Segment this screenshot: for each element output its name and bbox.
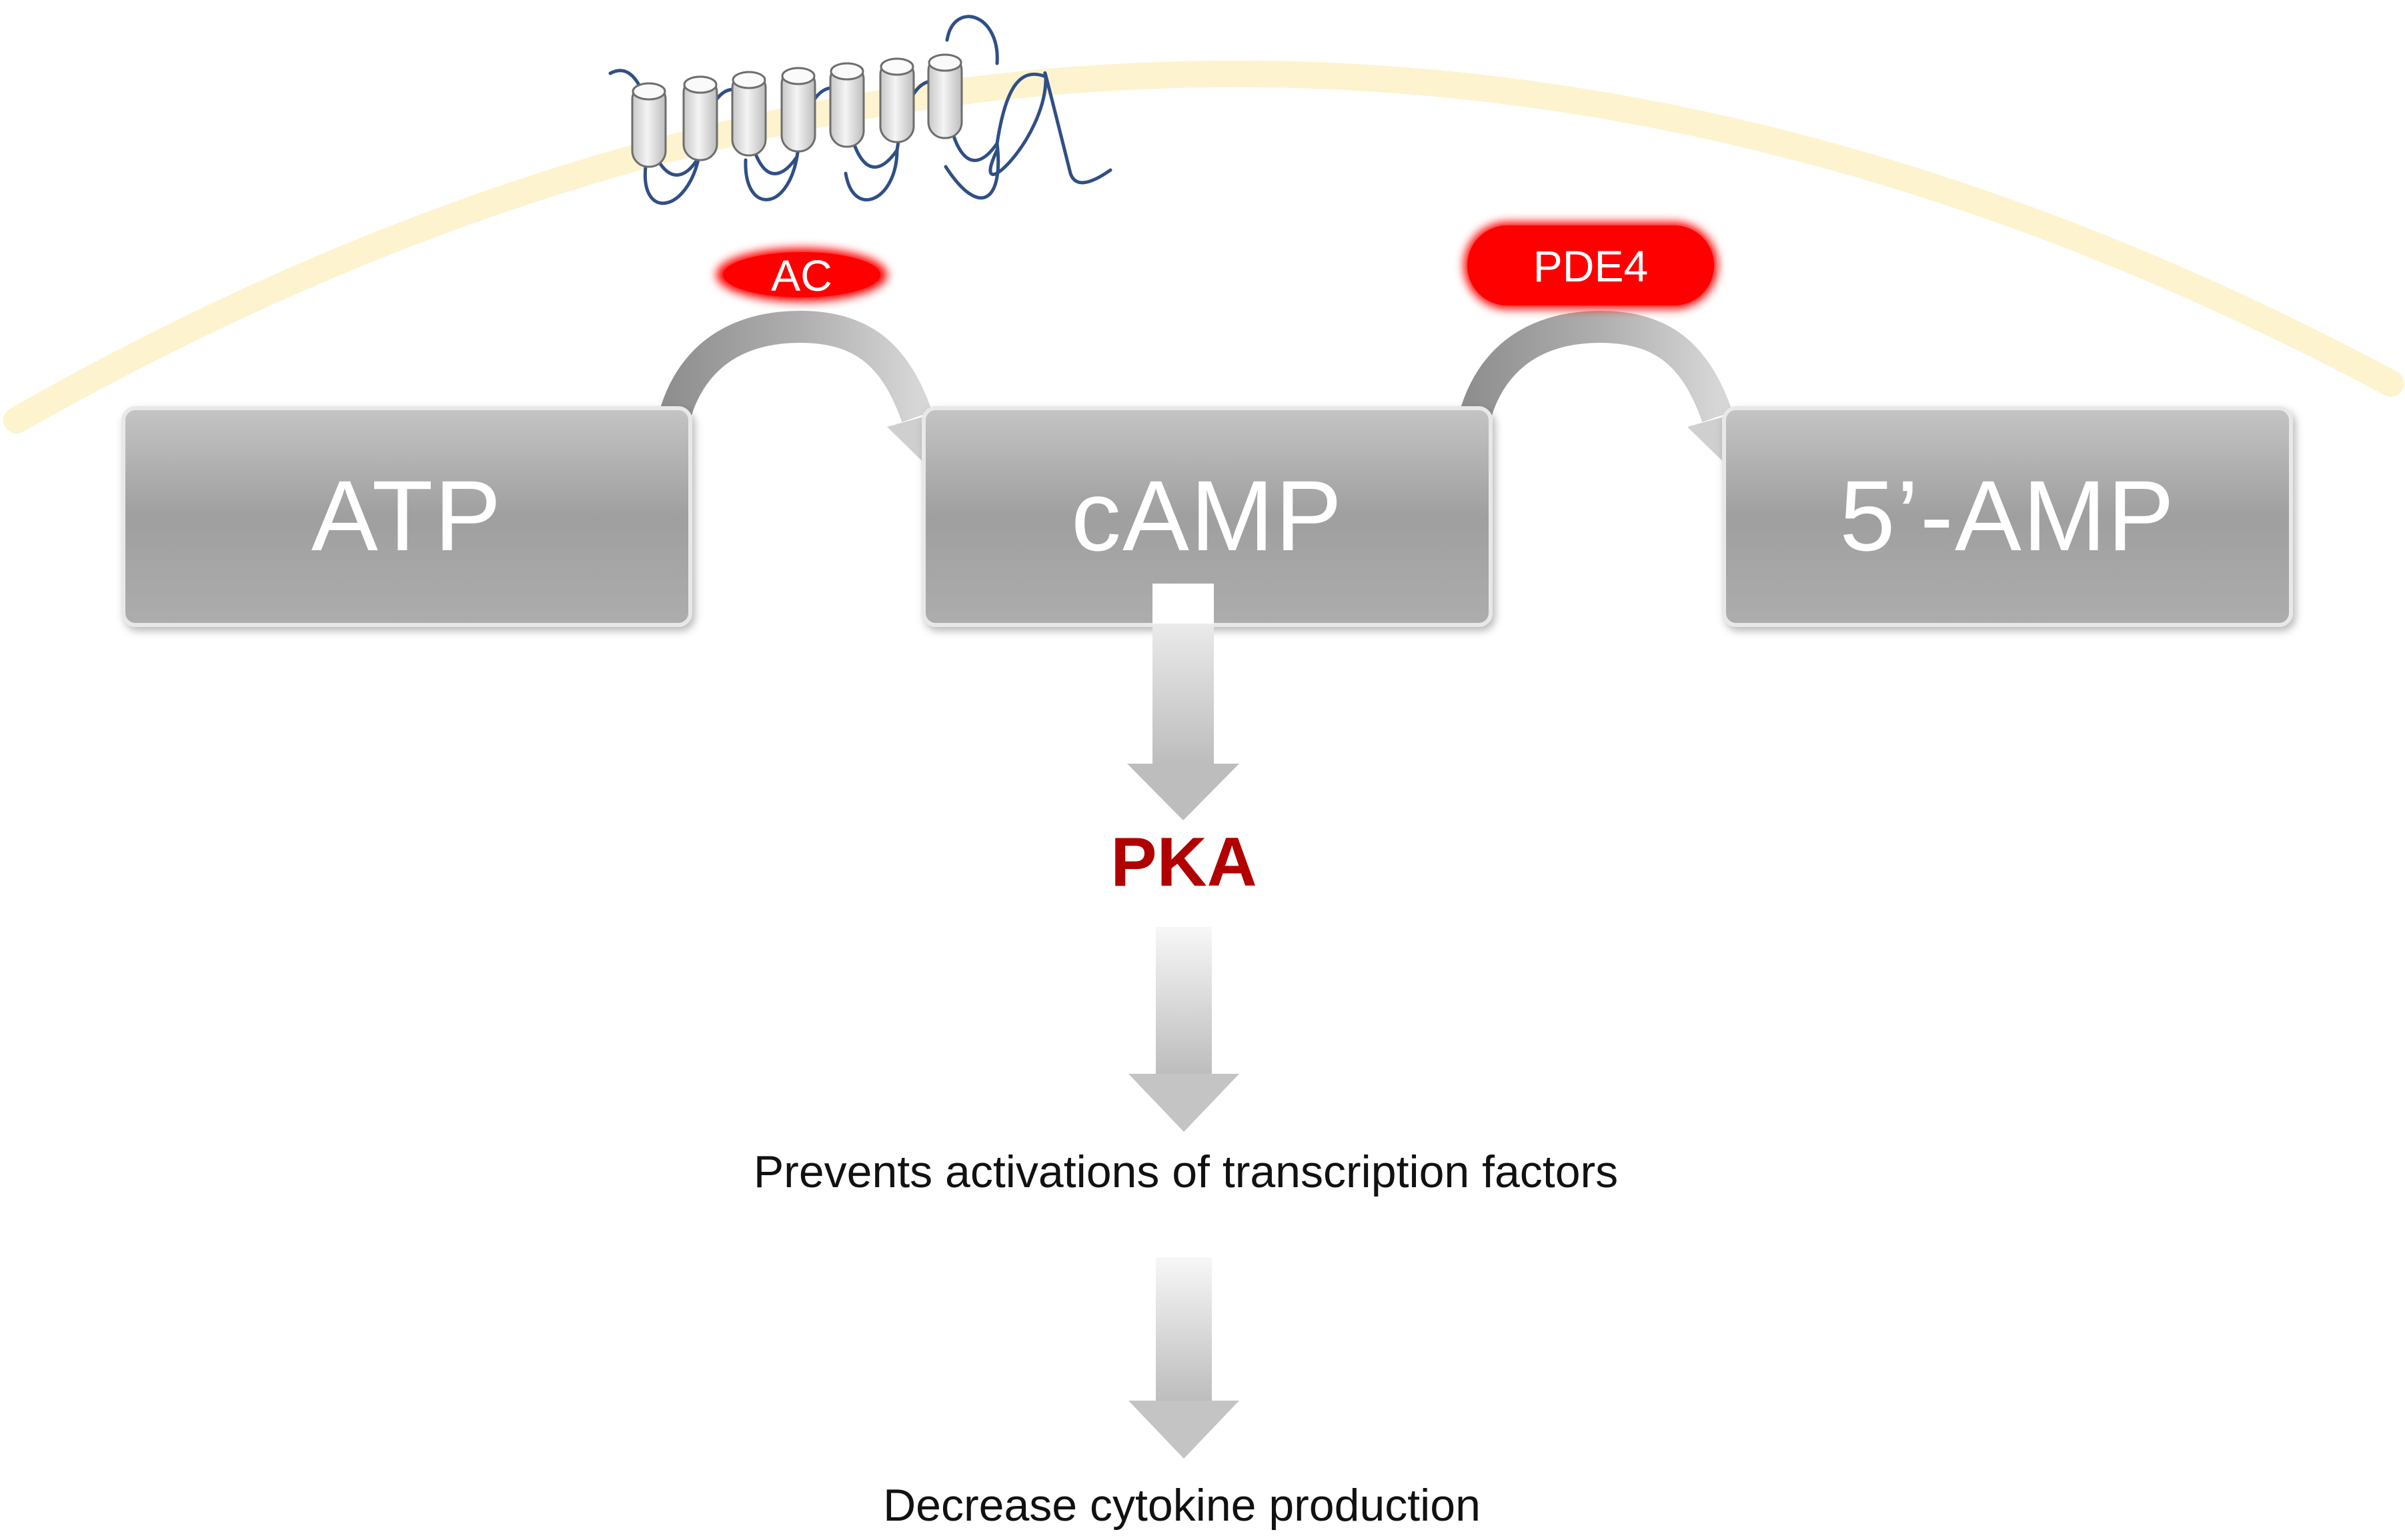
cell-membrane [3,60,2404,434]
amp-label: 5’-AMP [1839,460,2176,572]
atp-label: ATP [311,460,503,572]
pka-label: PKA [1110,824,1257,901]
receptor-icon [608,15,1112,205]
pde4-label: PDE4 [1533,241,1648,291]
conversion-arrow-atp-camp [651,310,947,479]
arrow-pka-to-transcription [1128,927,1239,1132]
transcription-step-label: Prevents activations of transcription fa… [754,1146,1618,1197]
conversion-arrow-camp-amp [1451,310,1747,479]
arrow-camp-to-pka [1127,584,1239,820]
receptor-loop-tail [945,15,1112,185]
ac-enzyme-badge: AC [716,248,887,301]
ac-label: AC [771,251,832,300]
amp-box: 5’-AMP [1722,406,2293,627]
arrow-transcription-to-cytokine [1128,1257,1239,1459]
cytokine-step-label: Decrease cytokine production [883,1480,1481,1531]
pde4-enzyme-badge: PDE4 [1464,222,1717,309]
camp-box: cAMP [922,406,1493,627]
receptor-helices [631,53,963,168]
camp-label: cAMP [1071,460,1343,572]
atp-box: ATP [121,406,692,627]
